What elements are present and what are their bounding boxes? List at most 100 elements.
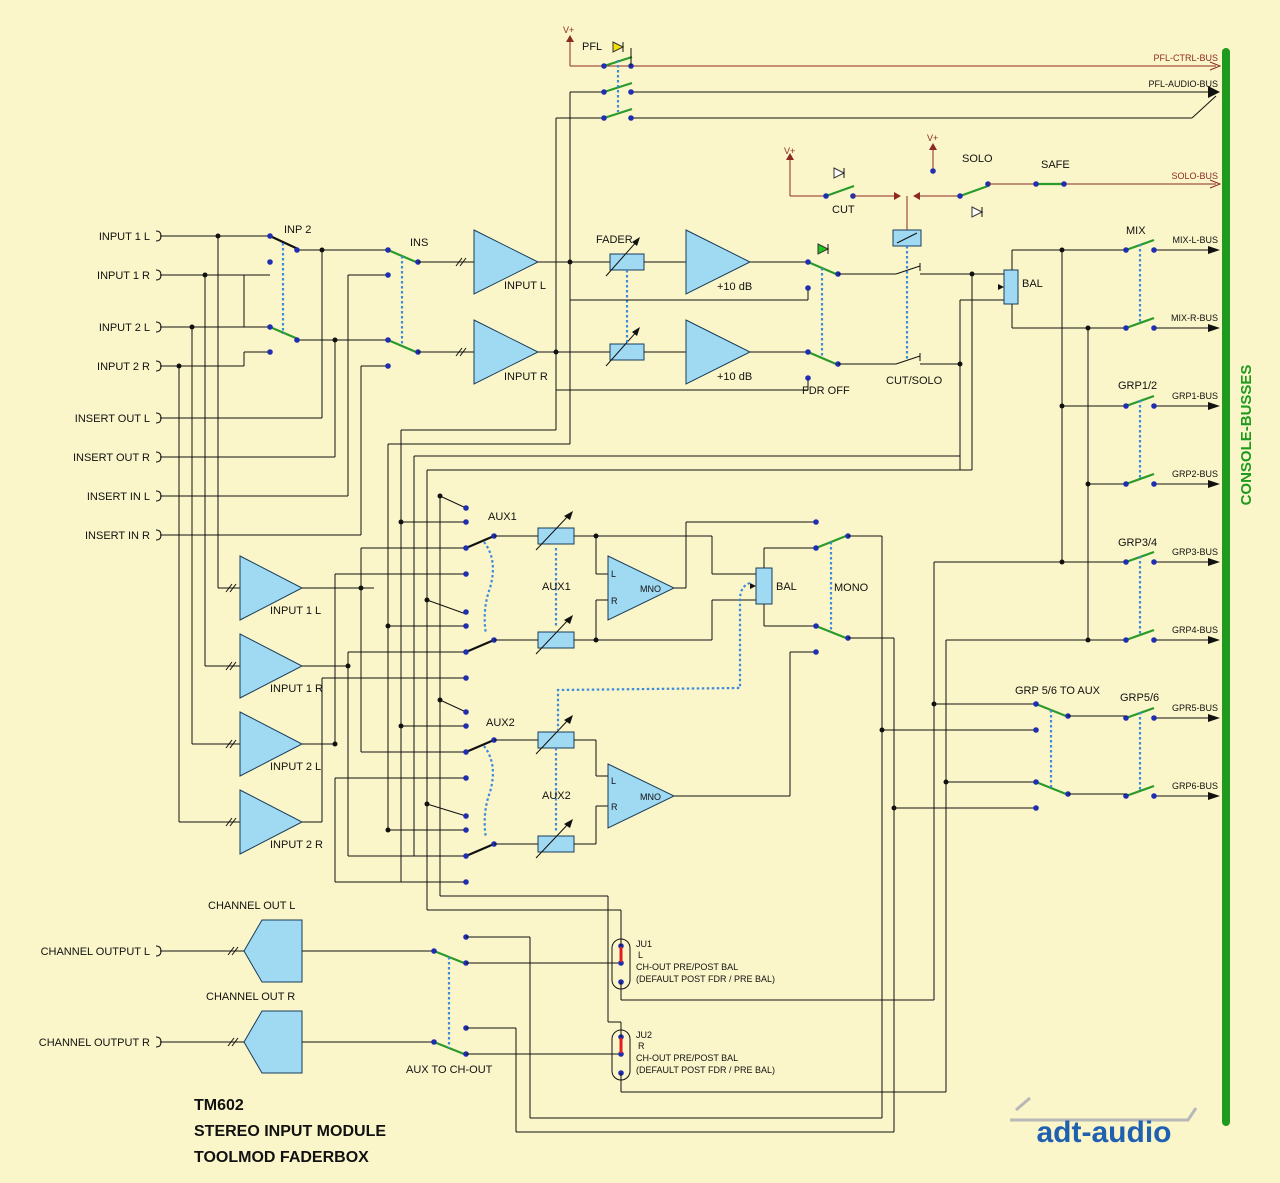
grp56-label: GRP5/6: [1120, 692, 1159, 704]
amp-buffer-1l: [239, 555, 304, 621]
ju2-label: JU2: [636, 1030, 652, 1040]
pfl-led-icon: [612, 41, 625, 53]
ju2-prepost-label: CH-OUT PRE/POST BAL: [636, 1053, 738, 1063]
mono1-l-label: L: [611, 569, 616, 579]
mono1-mno-label: MNO: [640, 584, 661, 594]
amp-buffer-1r: [239, 633, 304, 699]
fdr-off-label: FDR OFF: [802, 385, 850, 397]
out-amp-l: [243, 919, 303, 983]
bus-mix-l: MIX-L-BUS: [1172, 235, 1218, 245]
input-2l-label: INPUT 2 L: [99, 322, 150, 334]
aux1-pot-label: AUX1: [542, 581, 571, 593]
amp-10db-r: [685, 319, 752, 385]
fader-l: [609, 253, 645, 271]
ju1-l-label: L: [638, 950, 643, 960]
mono-amp-aux1: [607, 555, 676, 621]
input-connectors: [155, 230, 162, 1048]
fader-label: FADER: [596, 234, 633, 246]
bus-solo: SOLO-BUS: [1171, 171, 1218, 181]
bus-mix-r: MIX-R-BUS: [1171, 313, 1218, 323]
bus-assign-switches: [882, 238, 1157, 1092]
grp56-to-aux-label: GRP 5/6 TO AUX: [1015, 685, 1101, 697]
pfl-section: [555, 35, 634, 352]
aux2-pot-label: AUX2: [542, 790, 571, 802]
channel-output-l-label: CHANNEL OUTPUT L: [41, 946, 150, 958]
ju1-prepost-label: CH-OUT PRE/POST BAL: [636, 962, 738, 972]
input-wiring: [160, 233, 474, 823]
grp34-label: GRP3/4: [1118, 537, 1157, 549]
bal-aux-label: BAL: [776, 581, 797, 593]
bal-main-label: BAL: [1022, 278, 1043, 290]
ju2-default-label: (DEFAULT POST FDR / PRE BAL): [636, 1065, 775, 1075]
mono-label: MONO: [834, 582, 869, 594]
insert-in-l-label: INSERT IN L: [87, 491, 150, 503]
title-model: TM602: [194, 1097, 244, 1114]
bus-pfl-audio: PFL-AUDIO-BUS: [1148, 79, 1218, 89]
solo-led-icon: [971, 206, 984, 218]
amp-input-r: [473, 319, 540, 385]
bus-grp4: GRP4-BUS: [1172, 625, 1218, 635]
pfl-label: PFL: [582, 41, 602, 53]
buffer-1r-label: INPUT 1 R: [270, 683, 323, 695]
buffer-2l-label: INPUT 2 L: [270, 761, 321, 773]
cut-led-icon: [833, 167, 846, 179]
cut-label: CUT: [832, 204, 855, 216]
buffer-1l-label: INPUT 1 L: [270, 605, 321, 617]
mono2-l-label: L: [611, 776, 616, 786]
insert-out-r-label: INSERT OUT R: [73, 452, 150, 464]
safe-label: SAFE: [1041, 159, 1070, 171]
aux2-label: AUX2: [486, 717, 515, 729]
ch-out-l-label: CHANNEL OUT L: [208, 900, 295, 912]
input-2r-label: INPUT 2 R: [97, 361, 150, 373]
bus-grp1: GRP1-BUS: [1172, 391, 1218, 401]
bus-grp5: GPR5-BUS: [1172, 703, 1218, 713]
plus10-l-label: +10 dB: [717, 281, 752, 293]
logo-text: adt-audio: [1037, 1116, 1172, 1149]
ju2-r-label: R: [638, 1041, 645, 1051]
bus-grp2: GRP2-BUS: [1172, 469, 1218, 479]
mix-label: MIX: [1126, 225, 1146, 237]
bal-aux: [755, 567, 773, 605]
aux-section: [225, 250, 973, 1132]
amp-input-l: [473, 229, 540, 295]
ju1-label: JU1: [636, 939, 652, 949]
mono-amp-aux2: [607, 763, 676, 829]
bal-main: [1003, 269, 1019, 305]
input-1r-label: INPUT 1 R: [97, 270, 150, 282]
input-l-amp-label: INPUT L: [504, 280, 546, 292]
bus-grp3: GRP3-BUS: [1172, 547, 1218, 557]
insert-out-l-label: INSERT OUT L: [75, 413, 150, 425]
cut-solo-label: CUT/SOLO: [886, 375, 943, 387]
vplus-solo: V+: [927, 133, 938, 143]
solo-label: SOLO: [962, 153, 993, 165]
fader-r: [609, 343, 645, 361]
mono1-r-label: R: [611, 596, 618, 606]
buffer-2r-label: INPUT 2 R: [270, 839, 323, 851]
input-1l-label: INPUT 1 L: [99, 231, 150, 243]
channel-output-section: [160, 895, 946, 1133]
mono2-mno-label: MNO: [640, 792, 661, 802]
bus-arrows: [570, 61, 1222, 800]
amp-buffer-2l: [239, 711, 304, 777]
mono2-r-label: R: [611, 802, 618, 812]
grp12-label: GRP1/2: [1118, 380, 1157, 392]
bus-grp6: GRP6-BUS: [1172, 781, 1218, 791]
vplus-pfl: V+: [563, 25, 574, 35]
bus-pfl-ctrl: PFL-CTRL-BUS: [1153, 53, 1218, 63]
channel-output-r-label: CHANNEL OUTPUT R: [39, 1037, 150, 1049]
amp-buffer-2r: [239, 789, 304, 855]
ju1-default-label: (DEFAULT POST FDR / PRE BAL): [636, 974, 775, 984]
aux1-label: AUX1: [488, 511, 517, 523]
ins-label: INS: [410, 237, 428, 249]
amp-10db-l: [685, 229, 752, 295]
aux-to-chout-label: AUX TO CH-OUT: [406, 1064, 493, 1076]
vplus-cut: V+: [784, 146, 795, 156]
ch-out-r-label: CHANNEL OUT R: [206, 991, 295, 1003]
out-amp-r: [243, 1010, 303, 1074]
plus10-r-label: +10 dB: [717, 371, 752, 383]
input-r-amp-label: INPUT R: [504, 371, 548, 383]
mix-led-icon: [817, 243, 830, 255]
console-busses-label: CONSOLE-BUSSES: [1238, 365, 1255, 506]
adt-audio-logo: adt-audio: [1010, 1096, 1198, 1149]
